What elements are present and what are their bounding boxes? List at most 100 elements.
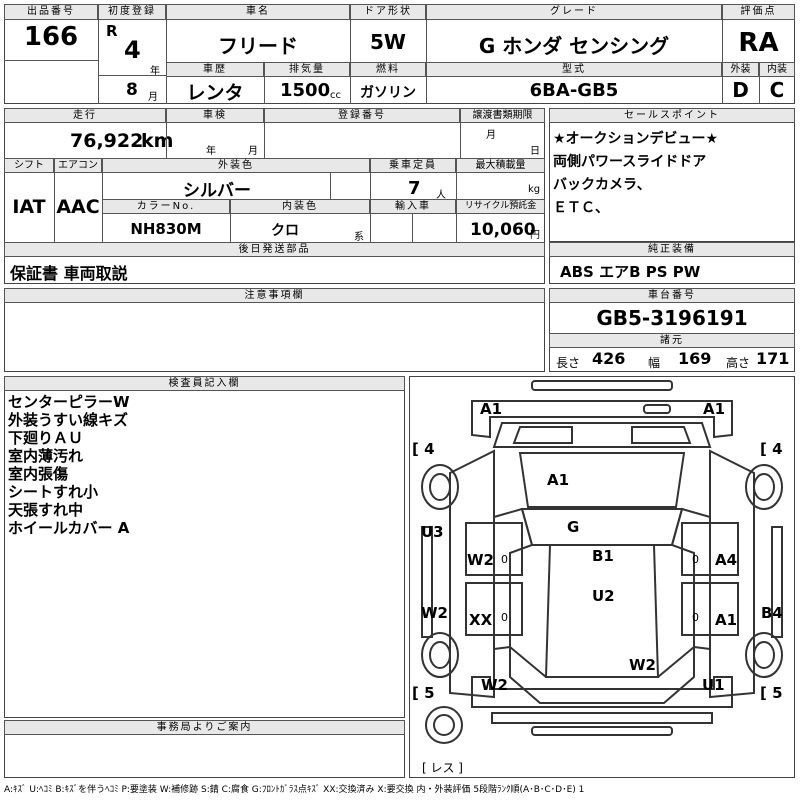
label-small-right-1: 0 (692, 553, 699, 566)
fuel-label: 燃料 (350, 62, 426, 77)
inspector-label: 検査員記入欄 (4, 376, 405, 391)
width-label: 幅 (648, 356, 661, 370)
score: RA (738, 28, 779, 58)
fuel: ガソリン (360, 85, 416, 101)
history: レンタ (186, 82, 244, 104)
label-right-quarter: B4 (761, 604, 783, 622)
inspector-note: 外装うすい線キズ (8, 411, 129, 429)
mileage-unit: km (141, 130, 174, 152)
chassis-number: GB5-3196191 (596, 306, 748, 330)
max-load-label: 最大積載量 (456, 158, 545, 173)
label-small-left-1: 0 (501, 553, 508, 566)
door: 5W (370, 30, 406, 54)
ext-color: シルバー (183, 181, 251, 201)
recycle-label: リサイクル預託金 (456, 199, 545, 214)
grade-label: グレード (426, 4, 722, 20)
spec-label: 諸元 (549, 333, 795, 348)
recycle: 10,060 (470, 220, 536, 240)
type-label: 型式 (426, 62, 722, 77)
label-front-left: A1 (480, 400, 503, 418)
import-label: 輸入車 (370, 199, 456, 214)
shift-label: シフト (4, 158, 54, 173)
label-right-rear-door: A1 (715, 611, 738, 629)
int-color-unit: 系 (354, 232, 364, 243)
label-tire-fr: [ 4 (760, 440, 783, 458)
later-parts-label: 後日発送部品 (4, 242, 545, 257)
label-front-right: A1 (703, 400, 726, 418)
equipment-label: 純正装備 (549, 242, 795, 257)
score-label: 評価点 (722, 4, 795, 20)
sales-line: ★オークションデビュー★ (553, 131, 719, 147)
interior-label: 内装 (759, 62, 795, 77)
era: R (106, 22, 118, 40)
legend: A:ｷｽﾞ U:ﾍｺﾐ B:ｷｽﾞを伴うﾍｺﾐ P:要塗装 W:補修跡 S:錆 … (4, 785, 585, 795)
inspection-month-unit: 月 (248, 146, 258, 157)
inspection-year-unit: 年 (206, 146, 216, 157)
displacement-unit: cc (330, 90, 341, 101)
displacement-label: 排気量 (264, 62, 350, 77)
label-left-fender: U3 (421, 523, 444, 541)
ac-label: エアコン (54, 158, 102, 173)
int-color: クロ (271, 223, 299, 239)
shift: IAT (12, 196, 46, 218)
height: 171 (756, 349, 790, 368)
label-spare: [ レス ] (422, 761, 463, 775)
damage-diagram: A1 A1 [ 4 [ 4 A1 G B1 U2 U3 W2 0 W2 XX 0… (409, 376, 795, 778)
length: 426 (592, 349, 626, 368)
displacement: 1500 (280, 80, 331, 101)
label-tire-fl: [ 4 (412, 440, 435, 458)
label-roof-rear: U2 (592, 587, 615, 605)
lot-no: 166 (23, 22, 79, 52)
color-no-label: カラーNo. (102, 199, 230, 214)
color-no: NH830M (130, 220, 202, 238)
inspector-note: シートすれ小 (8, 483, 99, 501)
sales-line: バックカメラ、 (553, 177, 651, 193)
grade: G ホンダ センシング (478, 34, 670, 58)
capacity-unit: 人 (436, 190, 446, 201)
exterior-label: 外装 (722, 62, 759, 77)
capacity-label: 乗車定員 (370, 158, 456, 173)
sales-point-panel (549, 108, 795, 242)
interior-grade: C (769, 78, 785, 102)
inspector-note: 室内張傷 (8, 465, 69, 483)
label-tire-rl: [ 5 (412, 684, 435, 702)
reg-no-label: 登録番号 (264, 108, 460, 123)
length-label: 長さ (556, 356, 581, 370)
caution-label: 注意事項欄 (4, 288, 545, 303)
car-outline (421, 380, 783, 744)
reg-year: 4 (124, 36, 141, 64)
mileage: 76,922 (70, 130, 144, 152)
inspector-note: 室内薄汚れ (8, 447, 84, 465)
lot-no-label: 出品番号 (4, 4, 98, 20)
inspector-note: ホイールカバー A (8, 519, 130, 537)
sales-label: セールスポイント (549, 108, 795, 123)
recycle-unit: 円 (530, 230, 540, 241)
first-reg-label: 初度登録 (98, 4, 166, 20)
transfer-label: 譲渡書類期限 (460, 108, 545, 123)
exterior-grade: D (732, 78, 749, 102)
label-left-rear-door: W2 (421, 604, 448, 622)
max-load-unit: kg (528, 184, 541, 195)
label-tire-rr: [ 5 (760, 684, 783, 702)
inspector-note: センターピラーW (8, 393, 130, 411)
sales-line: ＥＴＣ、 (553, 200, 609, 216)
history-label: 車歴 (166, 62, 264, 77)
label-right-front-door: A4 (715, 551, 738, 569)
later-parts: 保証書 車両取説 (10, 264, 128, 283)
door-label: ドア形状 (350, 4, 426, 20)
ext-color-label: 外装色 (102, 158, 370, 173)
capacity: 7 (408, 178, 421, 199)
reg-month: 8 (126, 80, 138, 100)
transfer-month-unit: 月 (486, 130, 496, 141)
model-label: 車名 (166, 4, 350, 20)
inspector-note: 下廻りＡＵ (8, 429, 84, 447)
label-small-left-2: 0 (501, 611, 508, 624)
label-left-front-door: W2 (467, 551, 494, 569)
label-small-right-2: 0 (692, 611, 699, 624)
model: フリード (218, 34, 298, 58)
inspector-note: 天張すれ中 (8, 501, 84, 519)
sales-line: 両側パワースライドドア (553, 154, 707, 170)
int-color-label: 内装色 (230, 199, 370, 214)
office-label: 事務局よりご案内 (4, 720, 405, 735)
type: 6BA-GB5 (529, 80, 619, 101)
